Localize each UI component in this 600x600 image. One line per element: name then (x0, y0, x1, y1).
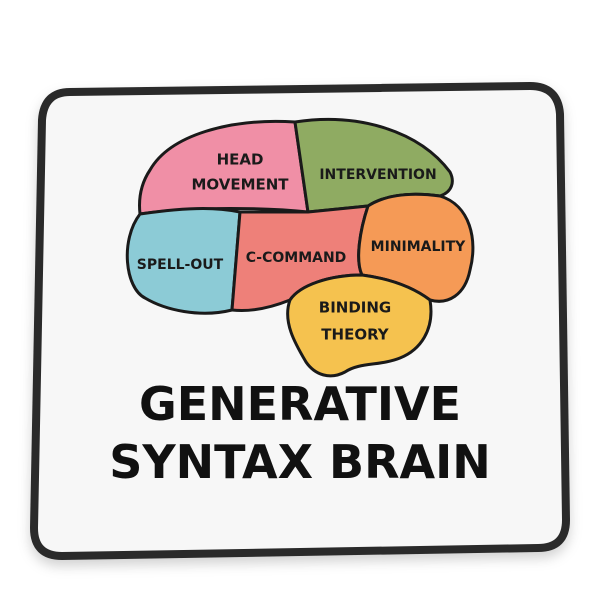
label-spell-out: SPELL-OUT (137, 257, 224, 273)
brain-region-head-movement (138, 119, 310, 216)
label-head-movement-line2: MOVEMENT (191, 176, 289, 194)
label-binding-theory-line1: BINDING (319, 299, 391, 317)
title-line-2: SYNTAX BRAIN (109, 435, 491, 489)
label-intervention: INTERVENTION (319, 167, 436, 183)
label-head-movement-line1: HEAD (217, 151, 264, 169)
label-binding-theory-line2: THEORY (321, 326, 390, 344)
brain-region-spell-out (125, 207, 242, 315)
brain-region-minimality (357, 192, 475, 303)
title-line-1: GENERATIVE (139, 377, 461, 431)
brain-region-binding-theory (286, 273, 433, 378)
label-c-command: C-COMMAND (246, 250, 347, 266)
label-minimality: MINIMALITY (371, 239, 467, 255)
brain-diagram (125, 118, 475, 378)
